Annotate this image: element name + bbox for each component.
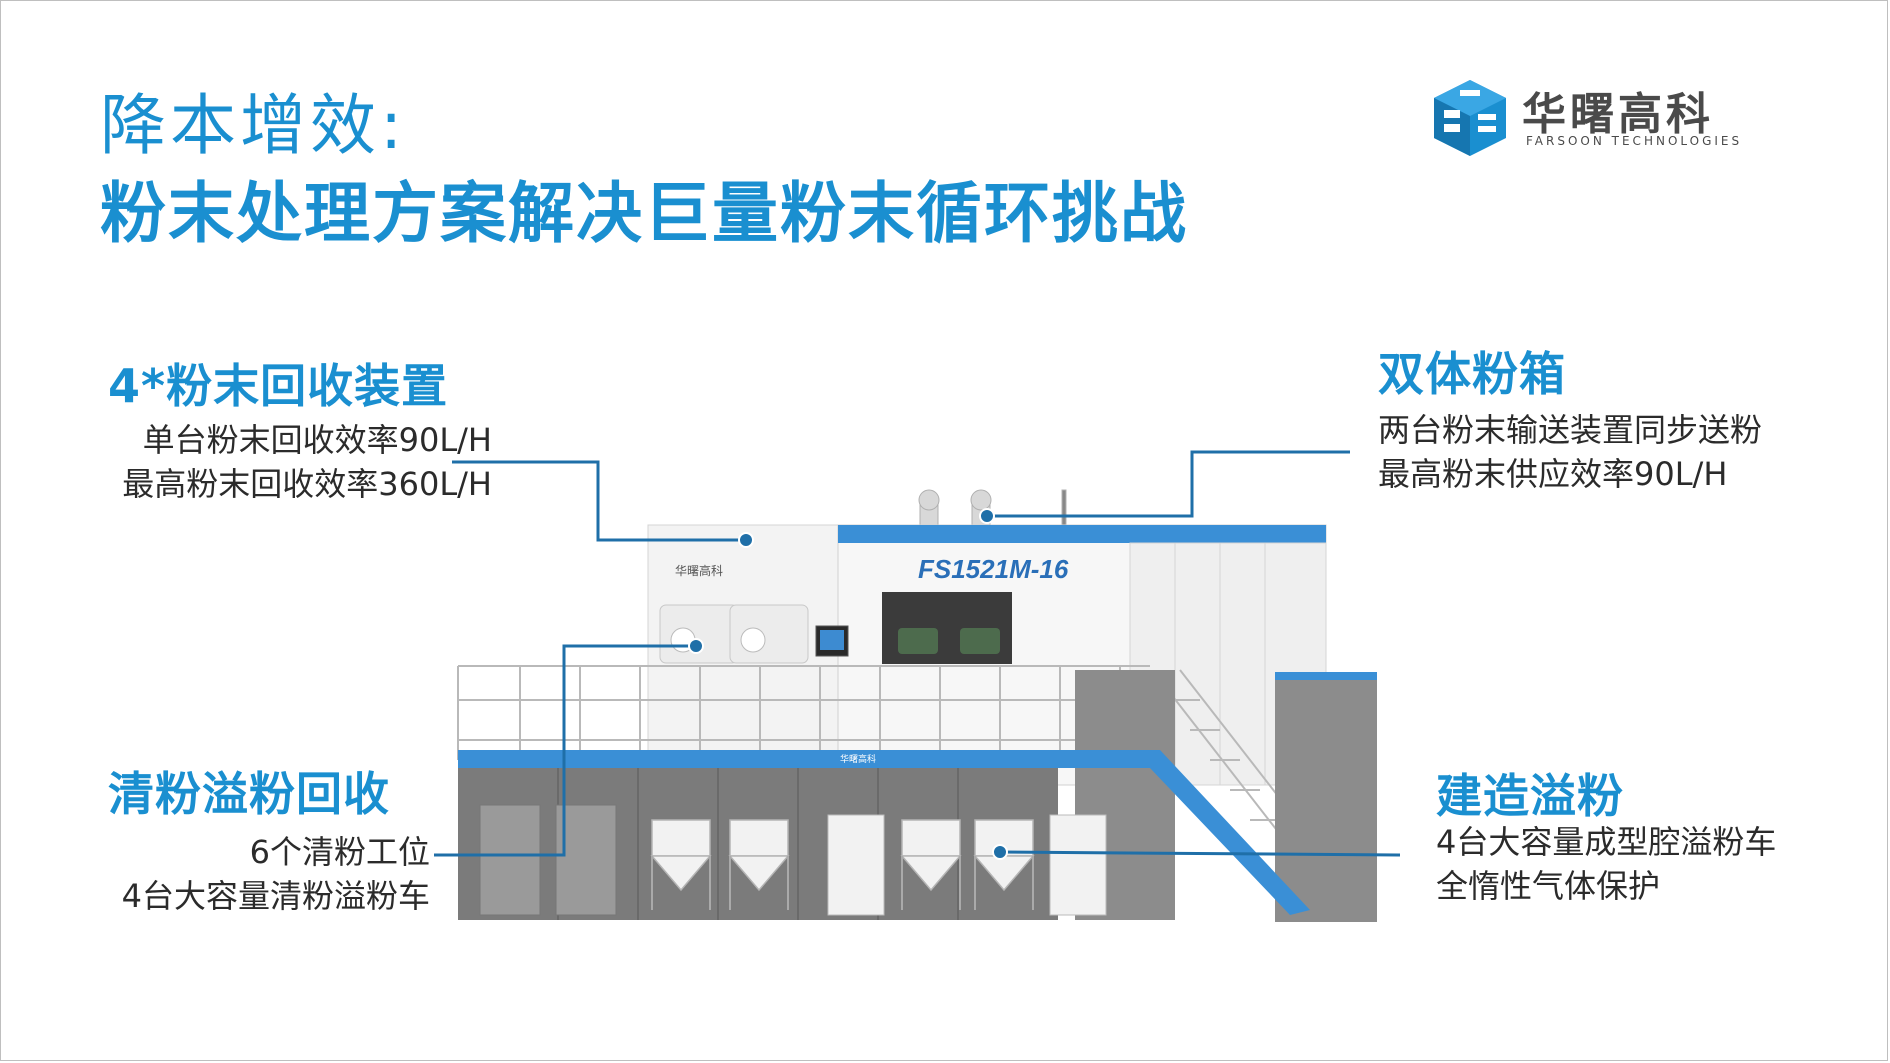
callout-overflow-recovery-title: 清粉溢粉回收 [108,767,390,821]
callout-overflow-recovery-line-1: 6个清粉工位 [249,833,430,871]
callout-recovery-title: 4*粉末回收装置 [108,359,449,413]
callout-dual-box-line-2: 最高粉末供应效率90L/H [1378,455,1728,493]
logo-name-cn: 华曙高科 [1522,89,1714,140]
callout-build-overflow-line-2: 全惰性气体保护 [1436,867,1661,905]
logo-name-en: FARSOON TECHNOLOGIES [1526,134,1743,148]
callout-build-overflow-line-1: 4台大容量成型腔溢粉车 [1436,823,1777,861]
logo-cube-icon [1434,80,1506,156]
callout-overflow-recovery-line-2: 4台大容量清粉溢粉车 [121,877,430,915]
callout-dual-box-title: 双体粉箱 [1378,347,1566,401]
callout-recovery-line-1: 单台粉末回收效率90L/H [142,421,492,459]
company-logo: 华曙高科 FARSOON TECHNOLOGIES [1430,78,1790,158]
slide-title-line1: 降本增效: [100,87,407,164]
model-label: FS1521M-16 [918,554,1069,584]
callout-dual-box-line-1: 两台粉末输送装置同步送粉 [1378,411,1763,449]
callout-build-overflow-title: 建造溢粉 [1436,769,1624,823]
callout-recovery-line-2: 最高粉末回收效率360L/H [122,465,492,503]
platform-brand-text: 华曙高科 [840,753,876,764]
panel-brand-text: 华曙高科 [675,563,723,578]
slide-title-line2: 粉末处理方案解决巨量粉末循环挑战 [100,175,1188,252]
